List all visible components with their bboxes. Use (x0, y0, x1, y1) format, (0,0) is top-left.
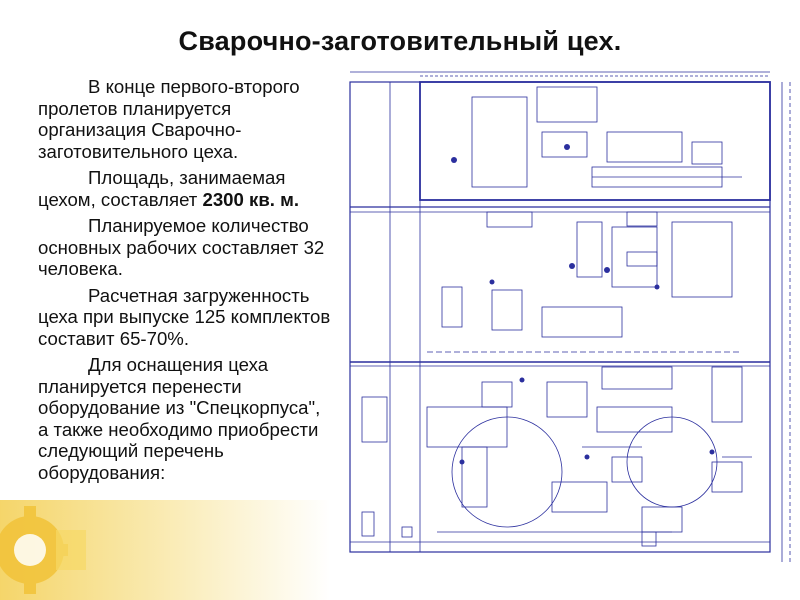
paragraph-4: Расчетная загруженность цеха при выпуске… (38, 284, 331, 349)
body-text: В конце первого-второго пролетов планиру… (38, 76, 334, 488)
gear-logo-icon (0, 500, 90, 600)
area-value: 2300 кв. м. (202, 188, 300, 210)
paragraph-2-text: Площадь, занимаемая цехом, составляет (38, 167, 286, 210)
floor-plan (349, 71, 791, 562)
paragraph-2: Площадь, занимаемая цехом, составляет 23… (38, 167, 334, 210)
paragraph-3: Планируемое количество основных рабочих … (38, 215, 325, 279)
paragraph-5: Для оснащения цеха планируется перенести… (38, 354, 321, 483)
page-title: Сварочно-заготовительный цех. (178, 26, 622, 56)
paragraph-1: В конце первого-второго пролетов планиру… (38, 76, 300, 162)
